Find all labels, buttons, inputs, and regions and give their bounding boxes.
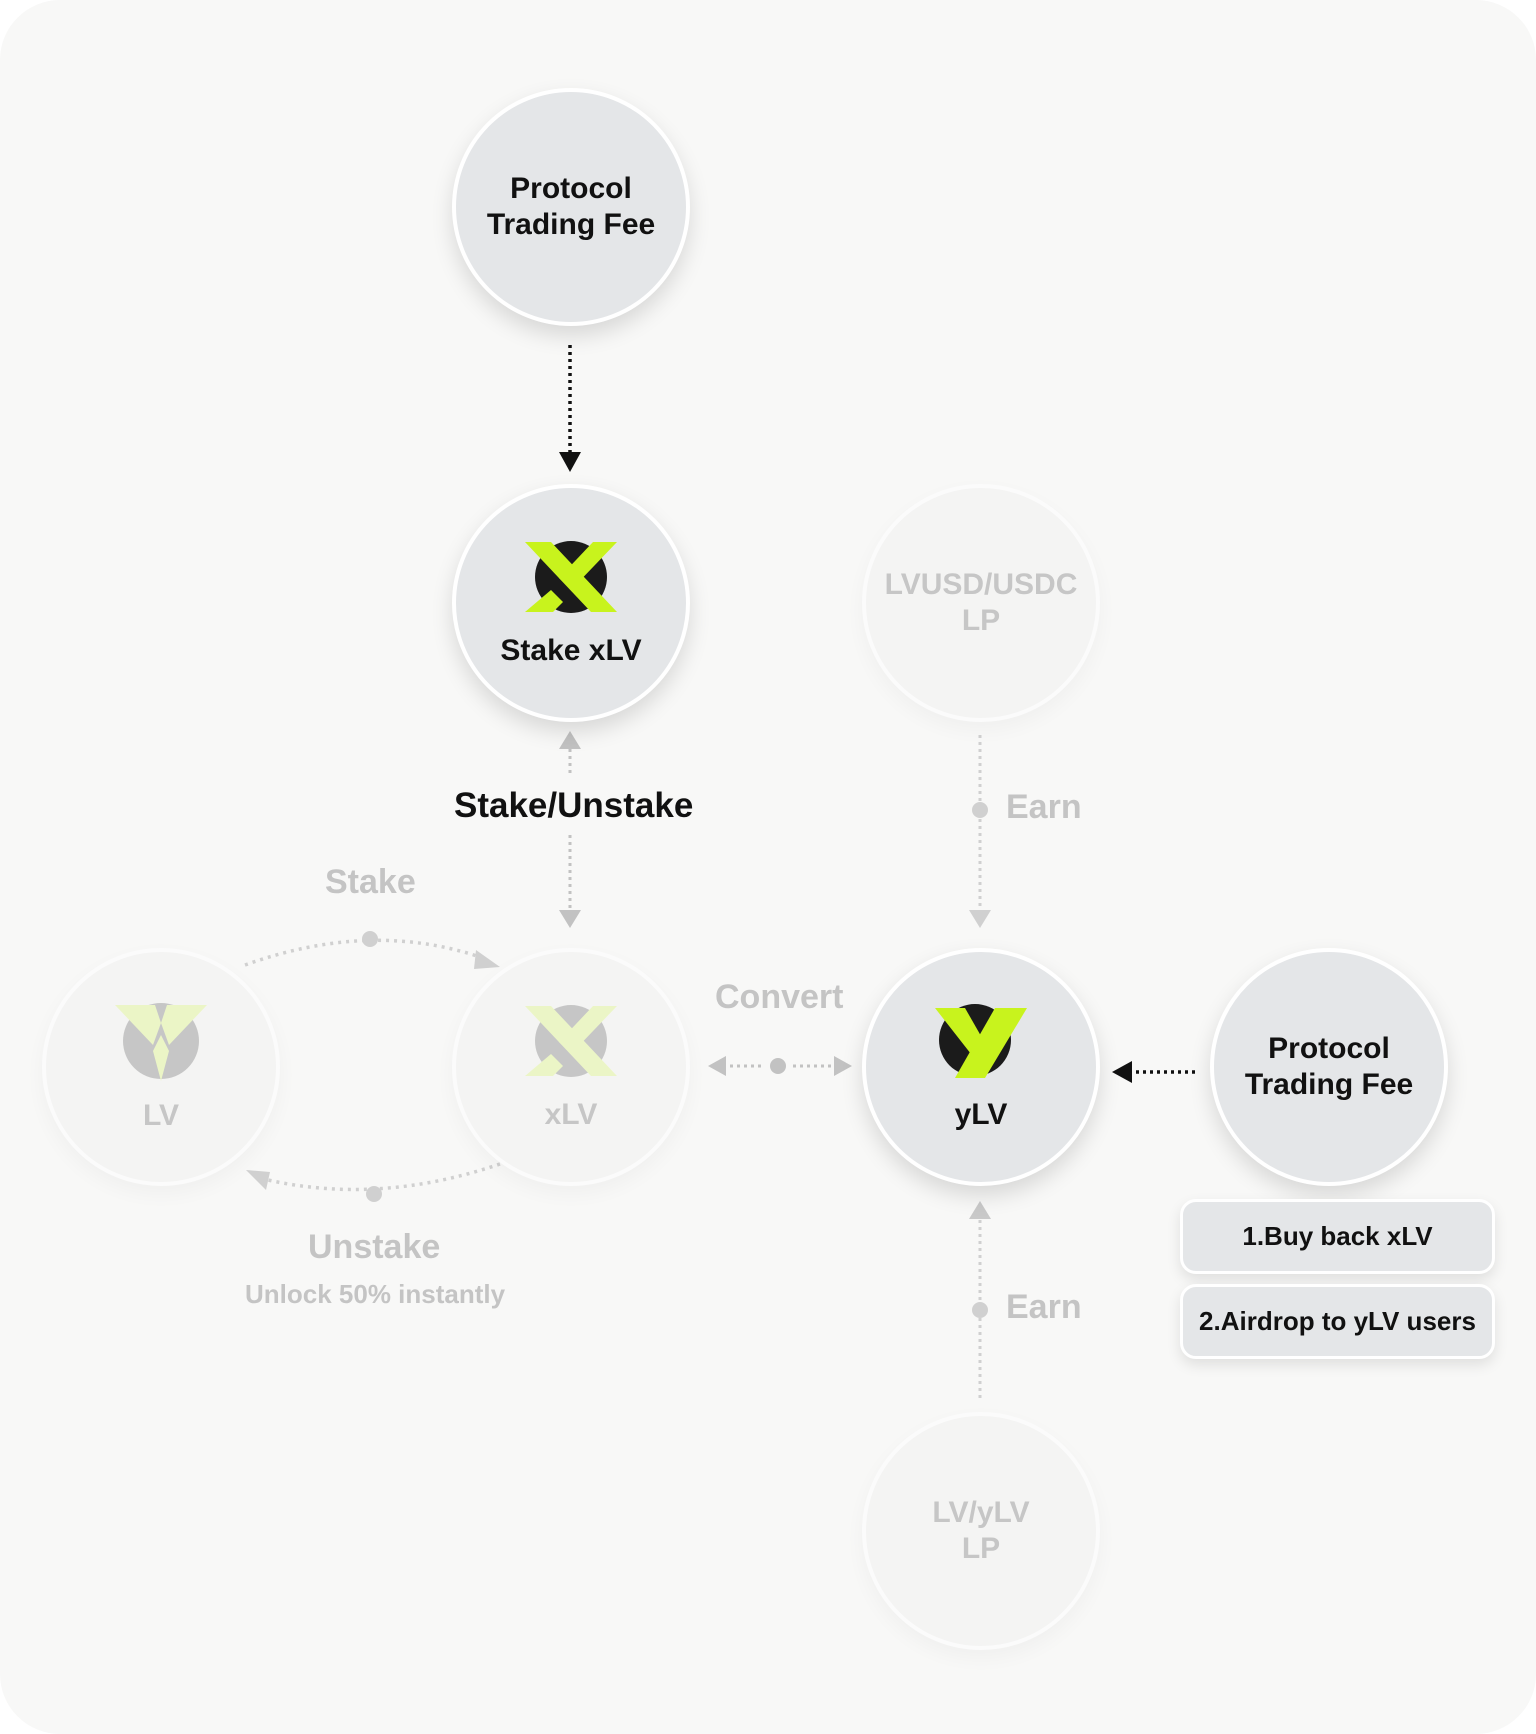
buy-back-xlv-pill: 1.Buy back xLV bbox=[1180, 1199, 1495, 1274]
fee-to-stake-arrow bbox=[559, 345, 581, 472]
xlv-logo-icon bbox=[525, 541, 617, 613]
protocol-trading-fee-top-node: Protocol Trading Fee bbox=[452, 88, 690, 326]
lv-label: LV bbox=[142, 1099, 180, 1132]
ylv-node[interactable]: yLV bbox=[862, 948, 1100, 1186]
protocol-trading-fee-right-text: Protocol Trading Fee bbox=[1244, 1032, 1414, 1101]
xlv-label: xLV bbox=[544, 1098, 598, 1131]
stake-unstake-arrow bbox=[559, 731, 581, 928]
xlv-node[interactable]: xLV bbox=[452, 948, 690, 1186]
earn-bottom-label: Earn bbox=[1006, 1288, 1082, 1326]
stake-label: Stake bbox=[325, 863, 416, 901]
lv-ylv-lp-node: LV/yLV LP bbox=[862, 1412, 1100, 1650]
stake-arc bbox=[244, 931, 500, 969]
airdrop-ylv-users-pill: 2.Airdrop to yLV users bbox=[1180, 1284, 1495, 1359]
lv-ylv-lp-text: LV/yLV LP bbox=[932, 1496, 1030, 1565]
ylv-label: yLV bbox=[954, 1098, 1008, 1131]
stake-xlv-node[interactable]: Stake xLV bbox=[452, 484, 690, 722]
lv-node[interactable]: LV bbox=[42, 948, 280, 1186]
xlv-logo-icon bbox=[525, 1005, 617, 1077]
unstake-label: Unstake bbox=[308, 1228, 441, 1266]
earn-bottom-arrow bbox=[969, 1201, 991, 1398]
fee-to-ylv-arrow bbox=[1112, 1061, 1196, 1083]
unlock-note: Unlock 50% instantly bbox=[245, 1279, 506, 1309]
stake-unstake-label: Stake/Unstake bbox=[454, 786, 694, 825]
convert-label: Convert bbox=[715, 978, 844, 1016]
lvusd-usdc-lp-text: LVUSD/USDC LP bbox=[884, 568, 1078, 637]
lv-logo-icon bbox=[115, 1003, 207, 1081]
convert-arrow bbox=[708, 1056, 852, 1076]
stake-xlv-label: Stake xLV bbox=[500, 634, 642, 667]
lvusd-usdc-lp-node: LVUSD/USDC LP bbox=[862, 484, 1100, 722]
earn-top-label: Earn bbox=[1006, 788, 1082, 826]
ylv-logo-icon bbox=[935, 1004, 1027, 1078]
protocol-trading-fee-top-text: Protocol Trading Fee bbox=[486, 172, 656, 241]
unstake-arc bbox=[246, 1162, 501, 1202]
protocol-trading-fee-right-node: Protocol Trading Fee bbox=[1210, 948, 1448, 1186]
earn-top-arrow bbox=[969, 735, 991, 928]
